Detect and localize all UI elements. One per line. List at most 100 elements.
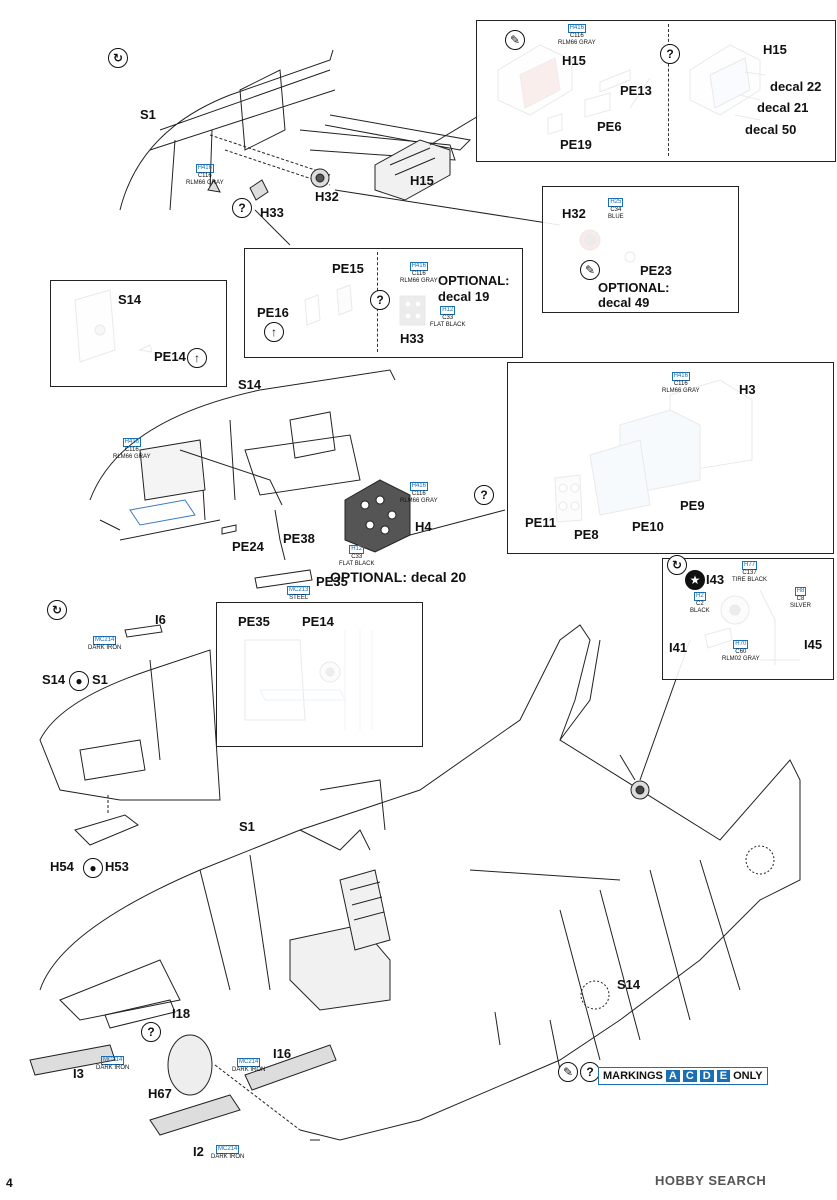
label-h32: H32 <box>315 189 339 204</box>
paint-brush-icon: ✎ <box>505 30 525 50</box>
label-i6: I6 <box>155 612 166 627</box>
label-pe19: PE19 <box>560 137 592 152</box>
label-pe38: PE38 <box>283 531 315 546</box>
label-pe8: PE8 <box>574 527 599 542</box>
label-pe35: PE35 <box>316 574 348 589</box>
label-s14: S14 <box>118 292 142 307</box>
label-s1: S1 <box>140 107 156 122</box>
label-optional: OPTIONAL: <box>438 273 510 288</box>
label-decal-19: decal 19 <box>438 289 490 304</box>
label-i3: I3 <box>73 1066 84 1081</box>
page-number: 4 <box>6 1176 13 1190</box>
label-pe9: PE9 <box>680 498 705 513</box>
question-icon: ? <box>660 44 680 64</box>
label-h3: H3 <box>739 382 756 397</box>
label-pe14: PE14 <box>154 349 186 364</box>
label-s14: S14 <box>617 977 641 992</box>
label-s14: S14 <box>42 672 66 687</box>
label-pe15: PE15 <box>332 261 364 276</box>
label-h67: H67 <box>148 1086 172 1101</box>
callout-box-h32 <box>542 186 739 313</box>
markings-badge: MARKINGS A C D E ONLY <box>598 1067 768 1085</box>
rotate-icon: ↻ <box>47 600 67 620</box>
label-decal-21: decal 21 <box>757 100 809 115</box>
callout-box-s14 <box>50 280 227 387</box>
label-pe35: PE35 <box>238 614 270 629</box>
question-icon: ? <box>232 198 252 218</box>
flip-icon: ↑ <box>264 322 284 342</box>
markings-text: MARKINGS <box>603 1070 663 1082</box>
callout-box-h15 <box>476 20 836 162</box>
star-icon: ★ <box>685 570 705 590</box>
watermark: HOBBY SEARCH <box>655 1173 767 1188</box>
label-i2: I2 <box>193 1144 204 1159</box>
flip-icon: ↑ <box>187 348 207 368</box>
label-s14: S14 <box>238 377 262 392</box>
marking-letter: E <box>716 1070 731 1082</box>
label-pe10: PE10 <box>632 519 664 534</box>
paint-brush-icon: ✎ <box>558 1062 578 1082</box>
rotate-icon: ↻ <box>667 555 687 575</box>
label-h15: H15 <box>410 173 434 188</box>
label-h32: H32 <box>562 206 586 221</box>
flip-icon: ● <box>69 671 89 691</box>
label-i45: I45 <box>804 637 823 652</box>
label-h54: H54 <box>50 859 74 874</box>
marking-letter: C <box>682 1070 697 1082</box>
label-h33: H33 <box>260 205 284 220</box>
label-h53: H53 <box>105 859 129 874</box>
label-pe14: PE14 <box>302 614 334 629</box>
markings-suffix: ONLY <box>733 1070 763 1082</box>
label-i16: I16 <box>273 1046 292 1061</box>
callout-divider <box>668 24 669 156</box>
label-pe24: PE24 <box>232 539 264 554</box>
question-icon: ? <box>370 290 390 310</box>
label-pe16: PE16 <box>257 305 289 320</box>
label-i41: I41 <box>669 640 688 655</box>
label-i43: I43 <box>706 572 725 587</box>
label-decal-49: decal 49 <box>598 295 650 310</box>
callout-box-detail <box>216 602 423 747</box>
label-s1: S1 <box>92 672 108 687</box>
paint-brush-icon: ✎ <box>580 260 600 280</box>
question-icon: ? <box>580 1062 600 1082</box>
label-optional: OPTIONAL: <box>598 280 670 295</box>
label-h4: H4 <box>415 519 432 534</box>
label-s1: S1 <box>239 819 255 834</box>
rotate-icon: ↻ <box>108 48 128 68</box>
marking-letter: D <box>699 1070 714 1082</box>
label-pe13: PE13 <box>620 83 652 98</box>
question-icon: ? <box>141 1022 161 1042</box>
label-decal-50: decal 50 <box>745 122 797 137</box>
marking-letter: A <box>665 1070 680 1082</box>
question-icon: ? <box>474 485 494 505</box>
label-optional-decal-20: OPTIONAL: decal 20 <box>330 569 467 585</box>
label-h33: H33 <box>400 331 424 346</box>
flip-icon: ● <box>83 858 103 878</box>
label-h15: H15 <box>763 42 787 57</box>
label-pe11: PE11 <box>525 515 557 530</box>
callout-box-h3 <box>507 362 834 554</box>
label-pe6: PE6 <box>597 119 622 134</box>
label-decal-22: decal 22 <box>770 79 822 94</box>
label-i18: I18 <box>172 1006 191 1021</box>
label-pe23: PE23 <box>640 263 672 278</box>
label-h15: H15 <box>562 53 586 68</box>
